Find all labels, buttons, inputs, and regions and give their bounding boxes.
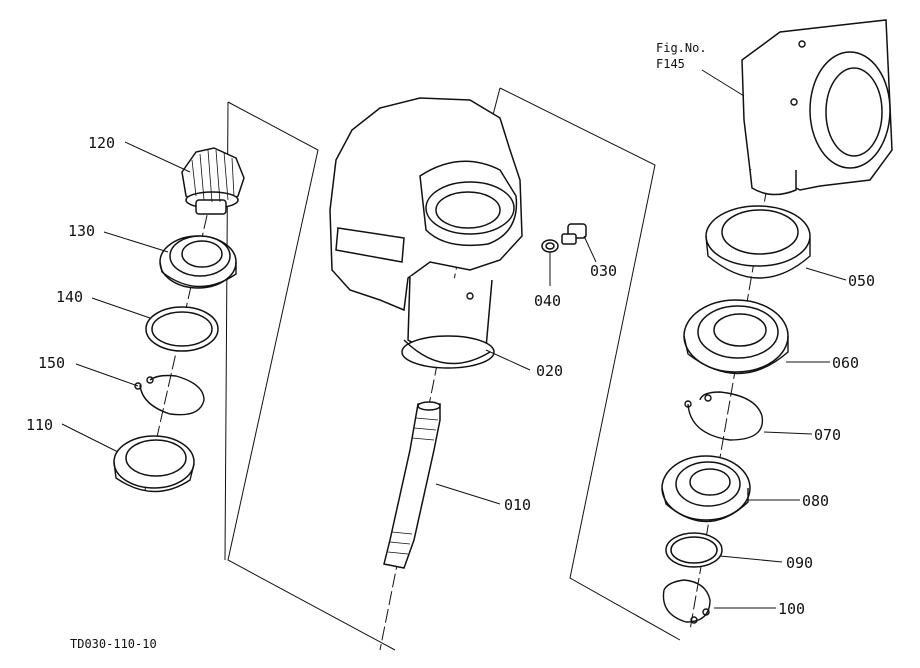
- part-030-plug: [561, 223, 587, 245]
- part-010-shaft: [383, 401, 441, 569]
- part-020-housing: [329, 97, 523, 369]
- label-110: 110: [26, 416, 53, 434]
- label-090: 090: [786, 554, 813, 572]
- label-020: 020: [536, 362, 563, 380]
- label-150: 150: [38, 354, 65, 372]
- part-080-bearing: [661, 455, 751, 523]
- fig-f145-housing: [741, 19, 893, 196]
- label-120: 120: [88, 134, 115, 152]
- part-150-snap-ring: [134, 374, 205, 416]
- label-070: 070: [814, 426, 841, 444]
- part-120-bevel-gear: [181, 147, 245, 215]
- leader-lines: [61, 69, 847, 609]
- label-140: 140: [56, 288, 83, 306]
- label-010: 010: [504, 496, 531, 514]
- label-130: 130: [68, 222, 95, 240]
- label-080: 080: [802, 492, 829, 510]
- part-140-shim: [145, 306, 219, 352]
- label-050: 050: [848, 272, 875, 290]
- part-050-bearing-cup: [705, 205, 811, 279]
- part-070-snap-ring: [684, 391, 764, 441]
- part-040-washer: [541, 239, 559, 253]
- figure-ref-line1: Fig.No.: [656, 41, 707, 55]
- part-090-shim: [665, 532, 723, 568]
- part-100-snap-ring: [662, 579, 711, 624]
- figure-ref-line2: F145: [656, 57, 685, 71]
- document-code: TD030-110-10: [70, 637, 157, 651]
- part-110-seal: [113, 435, 195, 493]
- label-030: 030: [590, 262, 617, 280]
- part-130-bearing: [159, 235, 237, 289]
- part-060-bearing: [683, 299, 789, 375]
- label-100: 100: [778, 600, 805, 618]
- label-060: 060: [832, 354, 859, 372]
- label-040: 040: [534, 292, 561, 310]
